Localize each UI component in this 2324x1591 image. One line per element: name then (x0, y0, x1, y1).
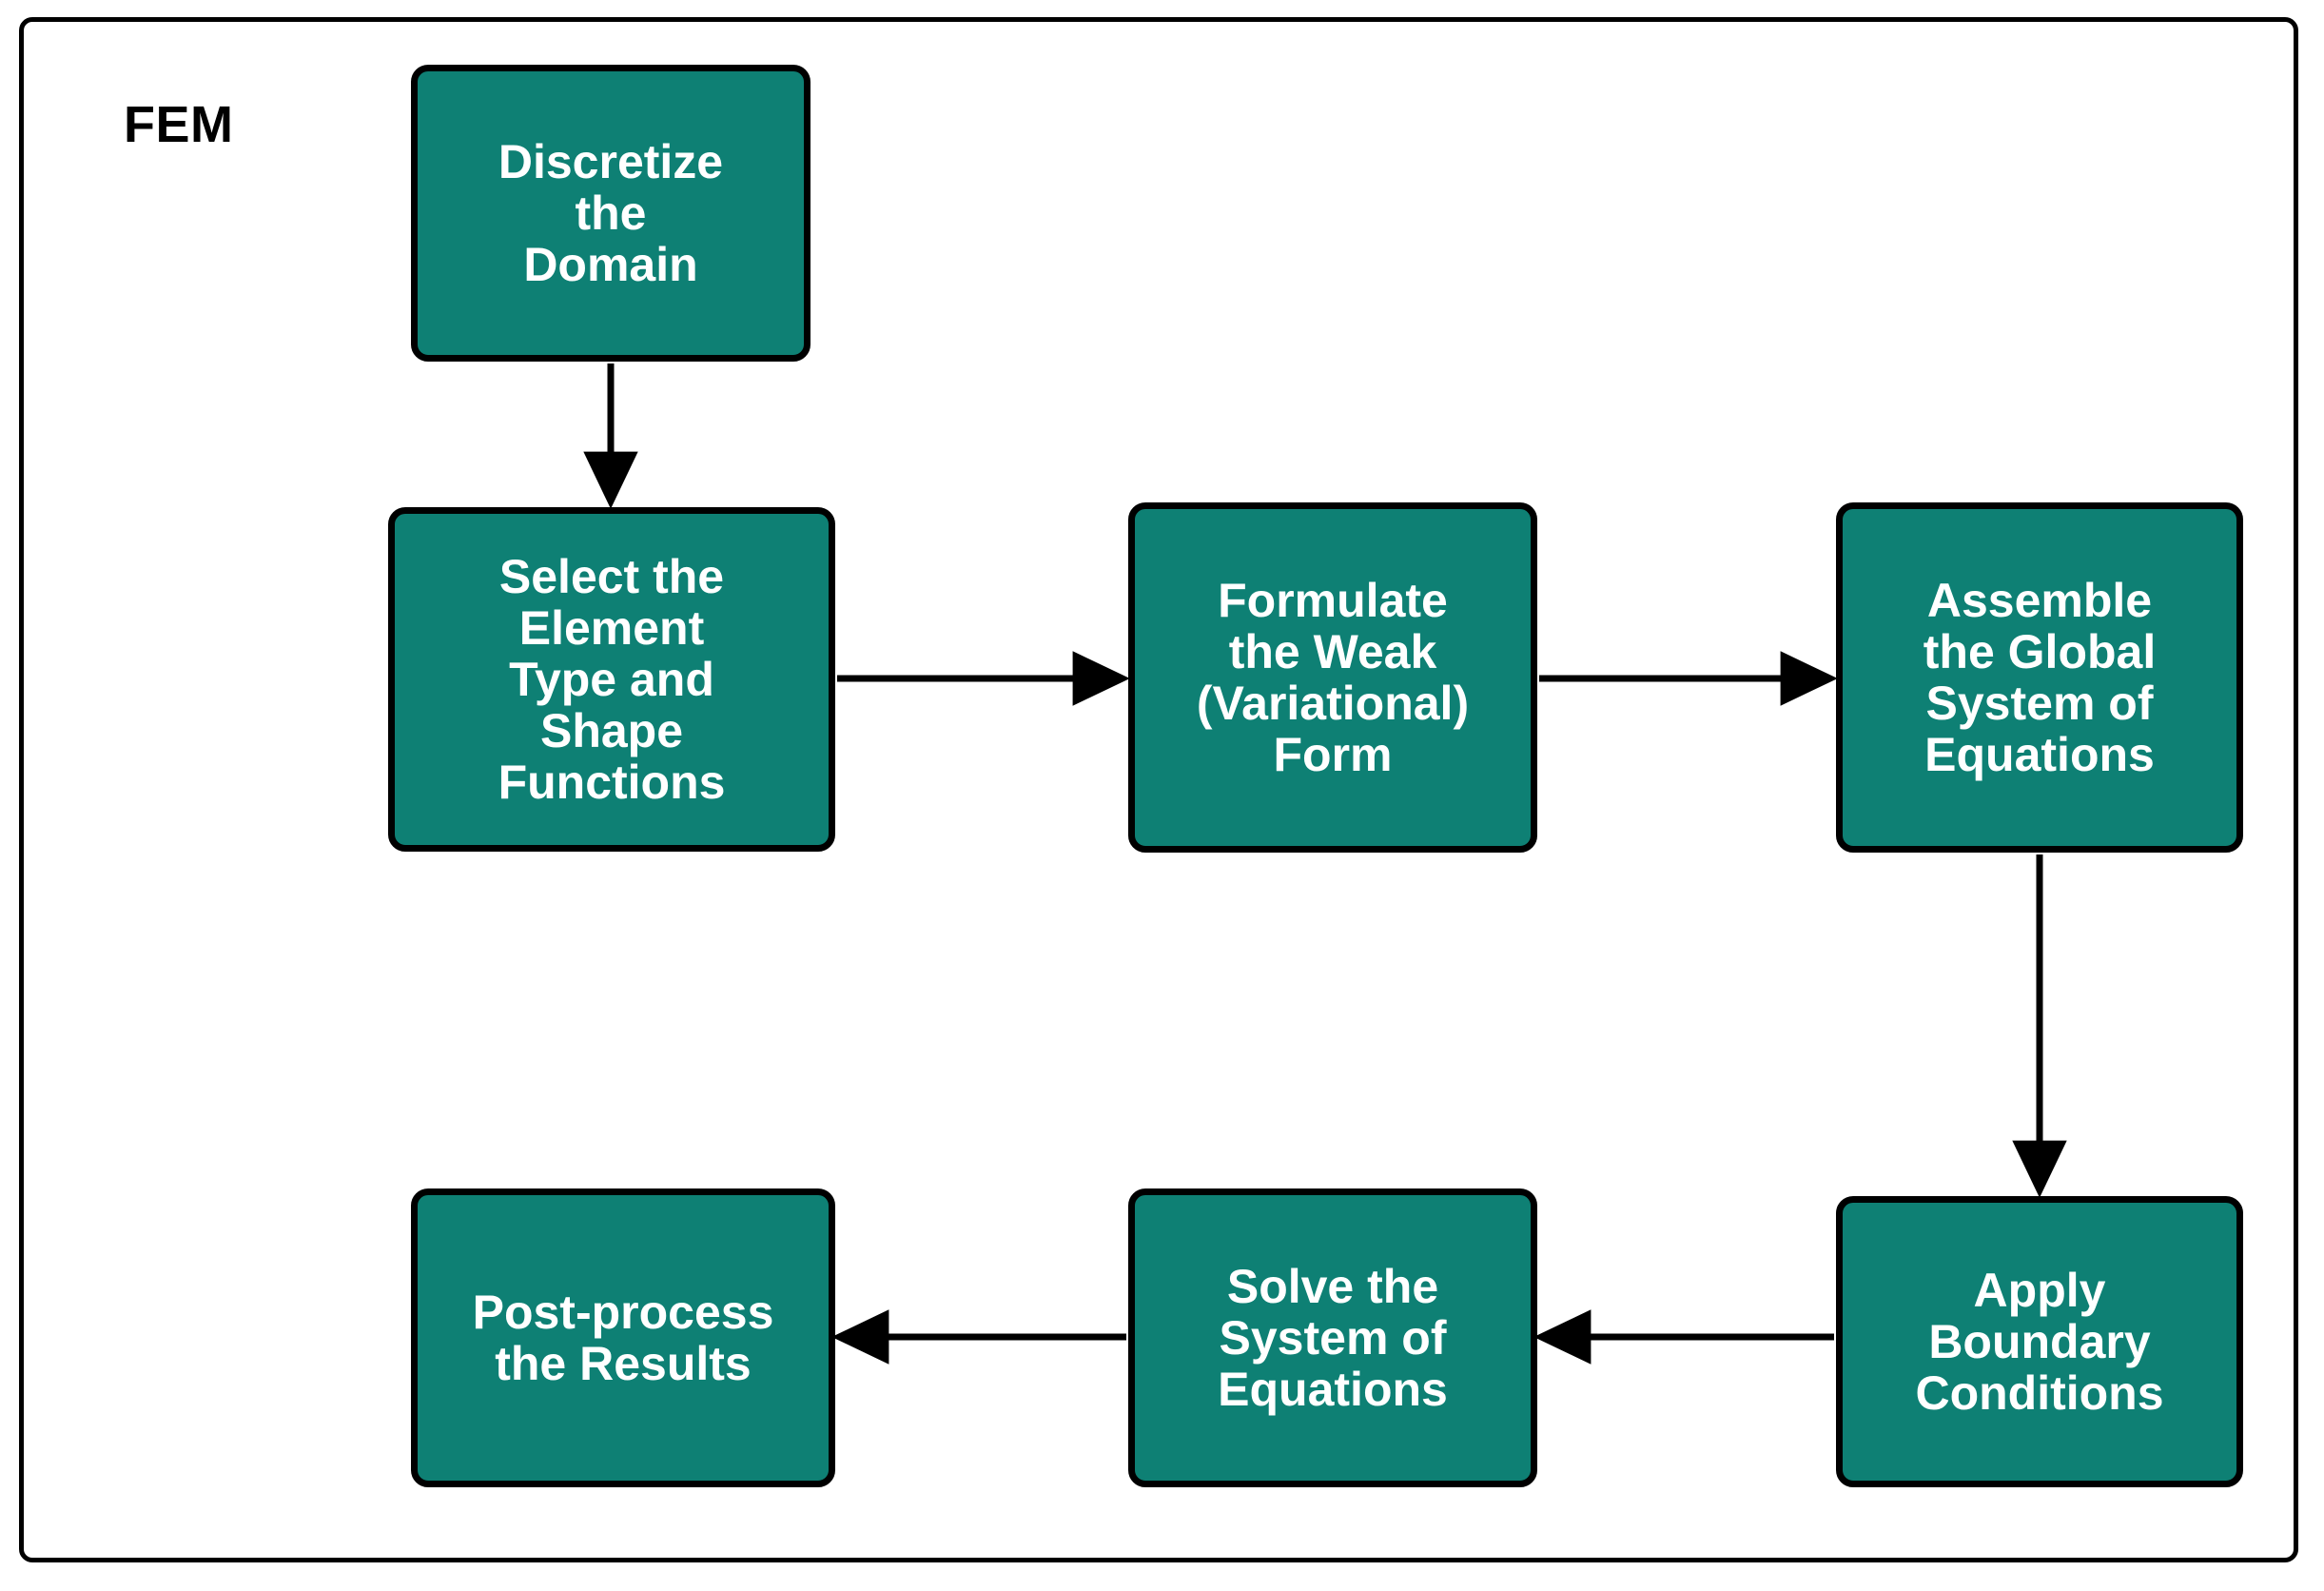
node-label-weak-form: Formulate the Weak (Variational) Form (1196, 574, 1470, 781)
node-label-select-element: Select the Element Type and Shape Functi… (498, 550, 726, 809)
node-weak-form[interactable]: Formulate the Weak (Variational) Form (1128, 502, 1537, 853)
node-post-process[interactable]: Post-process the Results (411, 1188, 835, 1487)
graph-label: FEM (124, 96, 234, 153)
node-discretize[interactable]: Discretize the Domain (411, 65, 810, 362)
node-label-discretize: Discretize the Domain (498, 135, 724, 291)
node-boundary[interactable]: Apply Boundary Conditions (1836, 1196, 2243, 1487)
node-label-solve: Solve the System of Equations (1218, 1260, 1448, 1416)
node-label-boundary: Apply Boundary Conditions (1915, 1264, 2164, 1420)
node-label-post-process: Post-process the Results (472, 1286, 774, 1390)
node-select-element[interactable]: Select the Element Type and Shape Functi… (388, 507, 835, 852)
node-assemble[interactable]: Assemble the Global System of Equations (1836, 502, 2243, 853)
node-solve[interactable]: Solve the System of Equations (1128, 1188, 1537, 1487)
node-label-assemble: Assemble the Global System of Equations (1923, 574, 2157, 781)
